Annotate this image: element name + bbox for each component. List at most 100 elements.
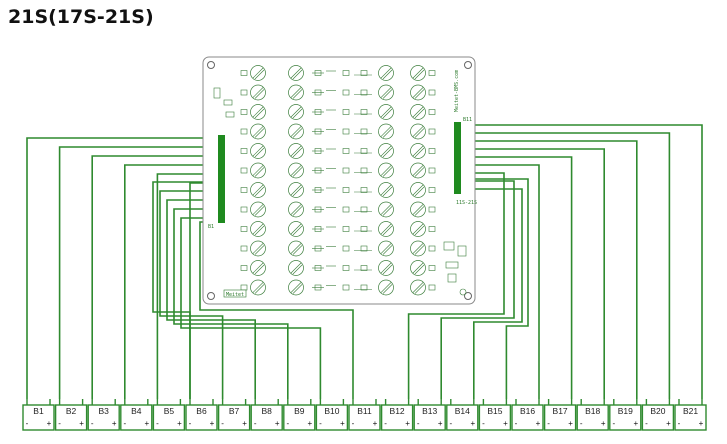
cell-plus: + bbox=[177, 419, 182, 428]
smd-part bbox=[342, 226, 350, 232]
cell-minus: - bbox=[547, 419, 550, 428]
cell-label: B5 bbox=[164, 406, 175, 416]
cell-plus: + bbox=[470, 419, 475, 428]
cell-label: B13 bbox=[422, 406, 437, 416]
connector-right-sub: 11S-21S bbox=[456, 200, 477, 206]
cell-plus: + bbox=[144, 419, 149, 428]
smd-part bbox=[342, 109, 350, 115]
cell-plus: + bbox=[112, 419, 117, 428]
balance-wire bbox=[159, 190, 224, 399]
cell-label: B11 bbox=[357, 406, 372, 416]
cell-plus: + bbox=[536, 419, 541, 428]
cell-plus: + bbox=[601, 419, 606, 428]
bms-board: B1 B11 11S-21S Meitet-BMS.com Meitet bbox=[202, 56, 477, 305]
cell-plus: + bbox=[373, 419, 378, 428]
battery-cell: B3- + bbox=[87, 399, 120, 431]
cell-box bbox=[446, 404, 479, 431]
smd-part bbox=[240, 70, 248, 76]
battery-cell: B7-+ bbox=[217, 399, 251, 431]
battery-cell: B19-+ bbox=[609, 399, 642, 431]
battery-cell: B16-+ bbox=[511, 399, 544, 431]
battery-cell: B11- + bbox=[348, 399, 381, 431]
cell-box bbox=[348, 404, 381, 431]
battery-cell: B8-+ bbox=[250, 399, 283, 431]
cell-minus: - bbox=[482, 419, 485, 428]
cell-minus: - bbox=[254, 419, 257, 428]
cell-minus: - bbox=[612, 419, 615, 428]
cell-label: B21 bbox=[683, 406, 698, 416]
cell-label: B2 bbox=[66, 406, 77, 416]
balance-wire bbox=[407, 172, 505, 399]
smd-part bbox=[240, 206, 248, 213]
cell-label: B14 bbox=[455, 406, 470, 416]
smd-part bbox=[240, 109, 248, 115]
cell-plus: + bbox=[666, 419, 671, 428]
smd-part bbox=[360, 128, 368, 135]
mount-hole-tl bbox=[207, 61, 215, 69]
battery-cell: B13- + bbox=[413, 399, 446, 431]
balance-wire bbox=[461, 132, 671, 399]
balance-wire bbox=[166, 199, 256, 399]
smd-part bbox=[240, 89, 248, 96]
cell-minus: - bbox=[449, 419, 452, 428]
battery-cell: B17-+ bbox=[543, 399, 577, 431]
cell-box bbox=[674, 404, 707, 431]
cell-minus: - bbox=[384, 419, 387, 428]
smd-part bbox=[360, 245, 368, 252]
cell-plus: + bbox=[79, 419, 84, 428]
balance-wire bbox=[461, 124, 703, 399]
cell-minus: - bbox=[221, 419, 224, 428]
connector-left bbox=[218, 135, 225, 223]
smd-part bbox=[360, 167, 368, 174]
cell-box bbox=[217, 404, 251, 431]
cell-plus: + bbox=[438, 419, 443, 428]
connector-left-label: B1 bbox=[208, 224, 214, 230]
balance-wire bbox=[26, 137, 218, 399]
balance-wire bbox=[152, 181, 218, 399]
cell-plus: + bbox=[242, 419, 247, 428]
cell-plus: + bbox=[633, 419, 638, 428]
battery-cell: B18-+ bbox=[576, 399, 609, 431]
connector-right-label: B11 bbox=[463, 117, 472, 123]
smd-part bbox=[342, 187, 350, 193]
cell-minus: - bbox=[58, 419, 61, 428]
cell-minus: - bbox=[286, 419, 289, 428]
board-website: Meitet-BMS.com bbox=[454, 70, 460, 112]
cell-label: B17 bbox=[553, 406, 568, 416]
cell-box bbox=[478, 404, 512, 431]
cell-box bbox=[315, 404, 349, 431]
cell-box bbox=[152, 404, 186, 431]
cell-box bbox=[413, 404, 446, 431]
cell-minus: - bbox=[352, 419, 355, 428]
cell-box bbox=[609, 404, 642, 431]
balance-components bbox=[240, 65, 436, 296]
cell-minus: - bbox=[515, 419, 518, 428]
cell-box bbox=[641, 404, 675, 431]
smd-part bbox=[240, 226, 248, 232]
cell-label: B12 bbox=[390, 406, 405, 416]
cell-label: B3 bbox=[98, 406, 109, 416]
battery-cell: B15-+ bbox=[478, 399, 512, 431]
balance-wire bbox=[58, 146, 218, 399]
balance-wire bbox=[440, 180, 515, 399]
cell-label: B1 bbox=[33, 406, 44, 416]
cell-minus: - bbox=[91, 419, 94, 428]
smd-part bbox=[428, 226, 436, 232]
connector-right bbox=[454, 122, 461, 194]
cell-minus: - bbox=[417, 419, 420, 428]
cell-minus: - bbox=[189, 419, 192, 428]
battery-cell: B14- + bbox=[446, 399, 479, 431]
cell-plus: + bbox=[275, 419, 280, 428]
smd-part bbox=[360, 284, 368, 291]
balance-wire bbox=[461, 140, 638, 399]
cell-box bbox=[380, 404, 414, 431]
page-title: 21S(17S-21S) bbox=[8, 6, 154, 28]
battery-cell: B10-+ bbox=[315, 399, 349, 431]
cell-label: B9 bbox=[294, 406, 305, 416]
smd-part bbox=[360, 206, 368, 213]
smd-part bbox=[342, 284, 350, 291]
cell-box bbox=[87, 404, 120, 431]
cell-plus: + bbox=[210, 419, 215, 428]
cell-minus: - bbox=[123, 419, 126, 428]
smd-part bbox=[360, 187, 368, 193]
